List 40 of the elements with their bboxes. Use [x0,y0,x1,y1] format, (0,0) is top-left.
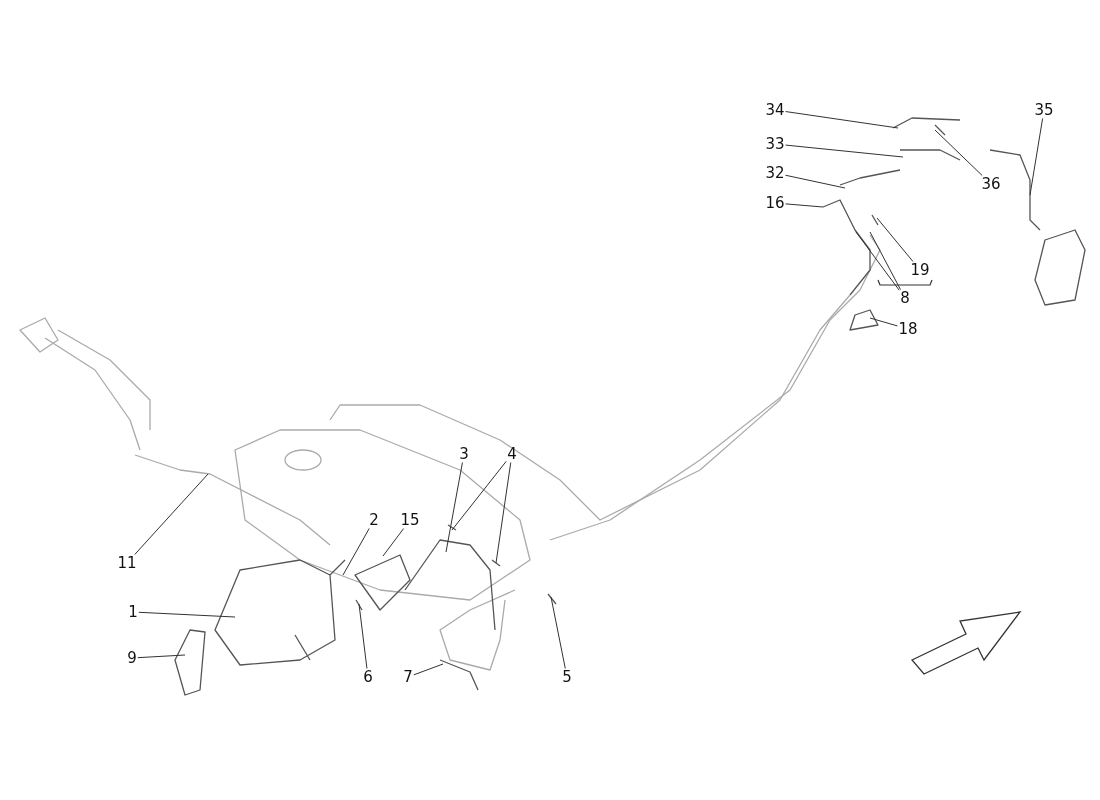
callout-number: 3 [458,445,470,463]
callout-number: 7 [402,668,414,686]
callout-number: 6 [362,668,374,686]
callout-number: 35 [1033,101,1055,119]
leader-line [785,111,899,129]
callout-number: 4 [506,445,518,463]
leader-line [451,460,507,531]
callout-number: 1 [127,603,139,621]
callout-number: 19 [909,261,931,279]
leader-line [134,473,209,555]
leader-line [137,654,186,659]
callout-number: 36 [980,175,1002,193]
leader-line [785,174,846,189]
leader-line [358,603,368,669]
callout-number: 11 [116,554,138,572]
leader-line [138,611,236,618]
callout-number: 5 [561,668,573,686]
leader-line [445,462,463,553]
callout-number: 9 [126,649,138,667]
callout-number: 8 [899,289,911,307]
leader-line [785,144,904,158]
leader-line [876,217,914,262]
callout-number: 18 [897,320,919,338]
leader-line [855,231,900,291]
leader-line [934,129,983,176]
leader-line [869,231,901,290]
leader-line [382,528,405,557]
callout-number: 2 [368,511,380,529]
callout-number: 32 [764,164,786,182]
leader-line [1029,118,1044,196]
callout-number: 16 [764,194,786,212]
callout-number: 15 [399,511,421,529]
callout-number: 33 [764,135,786,153]
leader-line [495,462,512,564]
callout-number: 34 [764,101,786,119]
leader-line [785,203,824,208]
leader-line [342,528,370,576]
leader-line [869,317,898,327]
leader-line [550,596,566,669]
leader-line [413,663,444,676]
